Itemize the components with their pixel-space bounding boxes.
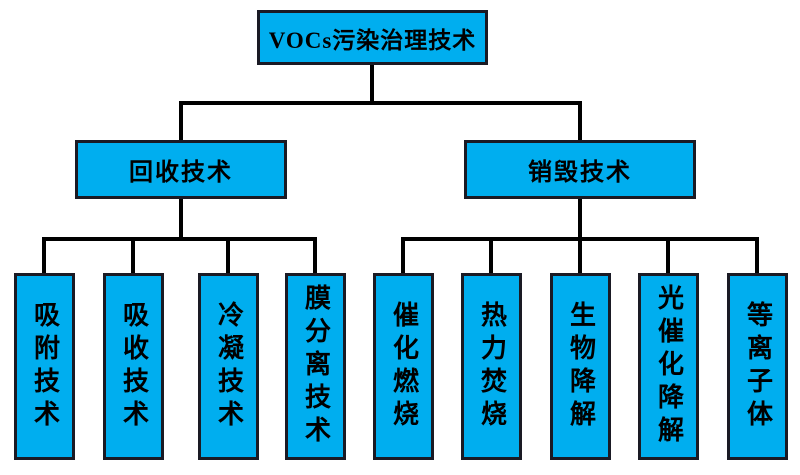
connector-line bbox=[578, 101, 582, 140]
leaf-node-catalytic-combustion: 催化燃烧 bbox=[373, 273, 434, 460]
connector-line bbox=[666, 237, 670, 273]
leaf-node-biodegradation: 生物降解 bbox=[550, 273, 611, 460]
branch-node-label: 销毁技术 bbox=[528, 160, 632, 186]
root-node-vocs-treatment: VOCs污染治理技术 bbox=[257, 10, 488, 65]
connector-line bbox=[313, 237, 317, 273]
leaf-node-label: 膜分离技术 bbox=[301, 284, 331, 449]
leaf-node-plasma: 等离子体 bbox=[727, 273, 788, 460]
leaf-node-label: 热力焚烧 bbox=[477, 300, 507, 433]
leaf-node-thermal-incineration: 热力焚烧 bbox=[461, 273, 522, 460]
leaf-node-label: 吸附技术 bbox=[30, 300, 60, 433]
leaf-node-membrane-separation: 膜分离技术 bbox=[285, 273, 346, 460]
branch-node-destruction: 销毁技术 bbox=[464, 140, 696, 199]
leaf-node-label: 冷凝技术 bbox=[214, 300, 244, 433]
connector-line bbox=[179, 101, 582, 105]
leaf-node-label: 生物降解 bbox=[566, 300, 596, 433]
connector-line bbox=[42, 237, 317, 241]
connector-line bbox=[42, 237, 46, 273]
root-node-label: VOCs污染治理技术 bbox=[268, 27, 477, 53]
connector-line bbox=[370, 65, 374, 103]
leaf-node-absorption: 吸收技术 bbox=[103, 273, 164, 460]
leaf-node-label: 吸收技术 bbox=[119, 300, 149, 433]
leaf-node-label: 光催化降解 bbox=[654, 284, 684, 449]
connector-line bbox=[226, 237, 230, 273]
connector-line bbox=[489, 237, 493, 273]
connector-line bbox=[578, 199, 582, 241]
connector-line bbox=[179, 101, 183, 140]
connector-line bbox=[755, 237, 759, 273]
branch-node-label: 回收技术 bbox=[129, 160, 233, 186]
leaf-node-adsorption: 吸附技术 bbox=[14, 273, 75, 460]
connector-line bbox=[578, 237, 582, 273]
leaf-node-condensation: 冷凝技术 bbox=[198, 273, 259, 460]
connector-line bbox=[401, 237, 405, 273]
leaf-node-label: 催化燃烧 bbox=[389, 300, 419, 433]
leaf-node-photocatalytic-degradation: 光催化降解 bbox=[638, 273, 699, 460]
branch-node-recovery: 回收技术 bbox=[75, 140, 287, 199]
leaf-node-label: 等离子体 bbox=[743, 300, 773, 433]
connector-line bbox=[131, 237, 135, 273]
connector-line bbox=[179, 199, 183, 241]
